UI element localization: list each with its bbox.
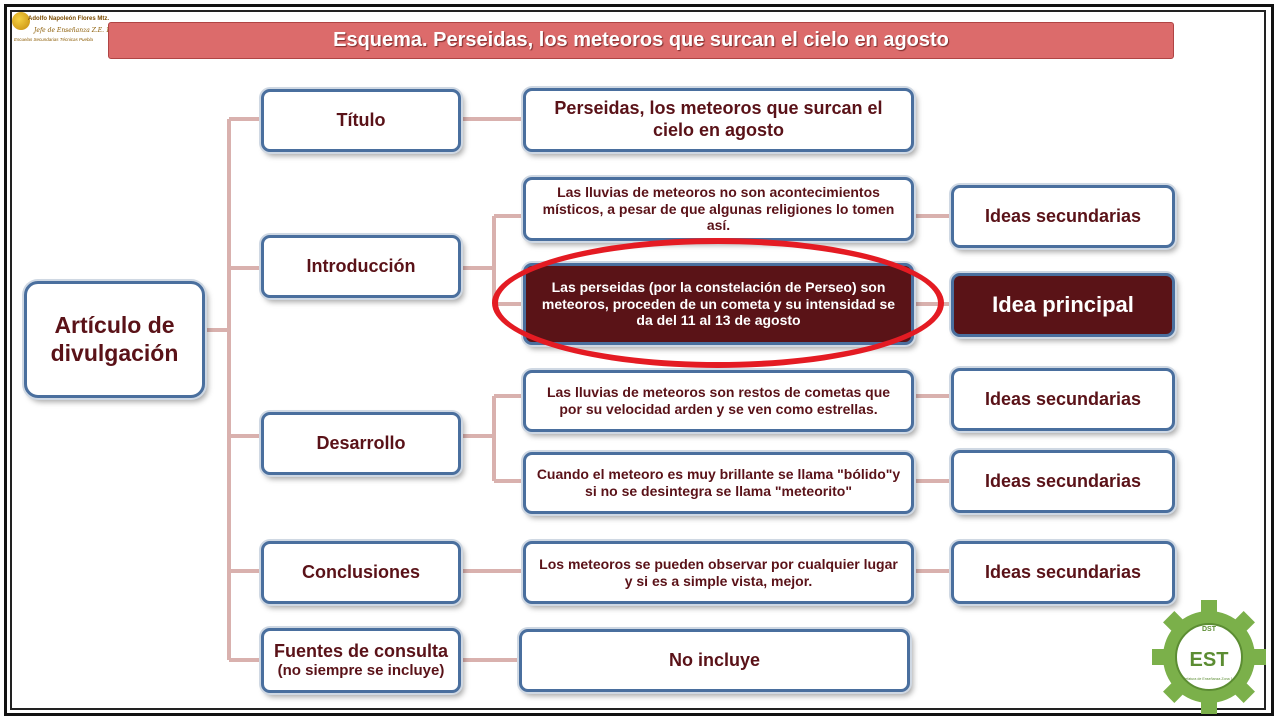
- content-desarrollo-1: Las lluvias de meteoros son restos de co…: [523, 370, 914, 432]
- section-desarrollo: Desarrollo: [261, 412, 461, 475]
- label-intro-1: Ideas secundarias: [951, 185, 1175, 248]
- gear-logo-icon: DST EST Jefatura de Enseñanza Zona 14: [1152, 600, 1266, 714]
- content-intro-1: Las lluvias de meteoros no son acontecim…: [523, 177, 914, 241]
- author-logo-icon: [12, 12, 30, 30]
- gear-logo-letters: EST: [1190, 649, 1229, 671]
- content-titulo: Perseidas, los meteoros que surcan el ci…: [523, 88, 914, 152]
- section-titulo: Título: [261, 89, 461, 152]
- section-conclusiones: Conclusiones: [261, 541, 461, 604]
- content-fuentes: No incluye: [519, 629, 910, 692]
- label-desarrollo-2: Ideas secundarias: [951, 450, 1175, 513]
- fuentes-main-label: Fuentes de consulta: [273, 640, 449, 661]
- logo-line-1: Adolfo Napoleón Flores Mtz.: [28, 16, 109, 22]
- gear-logo-top-text: DST: [1202, 626, 1217, 633]
- label-intro-2: Idea principal: [951, 273, 1175, 337]
- section-fuentes: Fuentes de consulta (no siempre se inclu…: [261, 628, 461, 693]
- author-logo: Adolfo Napoleón Flores Mtz. Jefe de Ense…: [12, 12, 114, 48]
- inner-frame: [10, 10, 1266, 710]
- logo-line-2: Jefe de Enseñanza Z.E. 14: [34, 27, 114, 34]
- page-title: Esquema. Perseidas, los meteoros que sur…: [108, 22, 1174, 59]
- highlight-ellipse: [492, 238, 944, 368]
- logo-line-3: Escuelas Secundarias Técnicas Puebla: [14, 37, 94, 42]
- content-conclusiones: Los meteoros se pueden observar por cual…: [523, 541, 914, 604]
- outer-frame: [4, 4, 1274, 716]
- fuentes-sub-label: (no siempre se incluye): [277, 662, 445, 680]
- label-conclusiones: Ideas secundarias: [951, 541, 1175, 604]
- root-node: Artículo de divulgación: [24, 281, 205, 398]
- content-desarrollo-2: Cuando el meteoro es muy brillante se ll…: [523, 452, 914, 514]
- section-introduccion: Introducción: [261, 235, 461, 298]
- label-desarrollo-1: Ideas secundarias: [951, 368, 1175, 431]
- gear-logo-bottom-text: Jefatura de Enseñanza Zona 14: [1183, 677, 1234, 681]
